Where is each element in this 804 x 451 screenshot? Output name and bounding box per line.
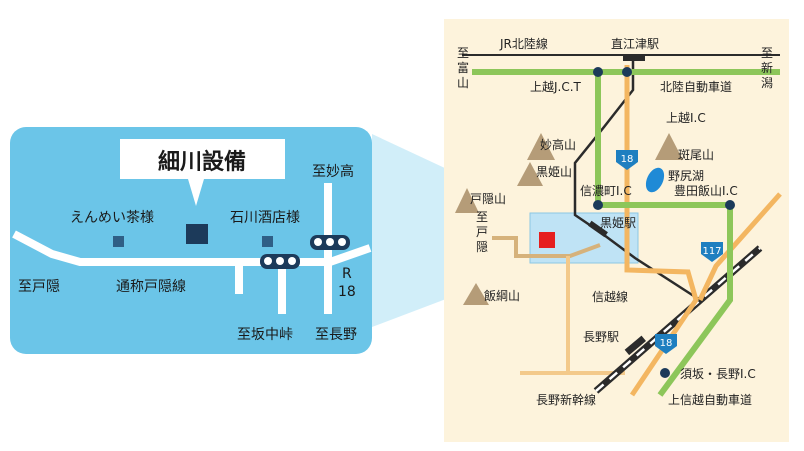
route-117-badge: 117 (701, 242, 723, 262)
suzaka-nagano-ic-label: 須坂・長野I.C (680, 367, 756, 381)
toyota-iiyama-ic-label: 豊田飯山I.C (674, 183, 738, 198)
road-togakushi-line (12, 230, 372, 266)
shinanomachi-ic-dot (593, 200, 603, 210)
kurohime-station-label: 黒姫駅 (600, 216, 636, 230)
myoko-san-label: 妙高山 (540, 137, 576, 152)
joetsu-ic-label: 上越I.C (666, 111, 706, 125)
jr-hokuriku-line-label: JR北陸線 (499, 36, 548, 51)
to-togakushi-3: 隠 (476, 240, 488, 254)
regional-map: 18 117 18 至 富 山 至 新 潟 至 戸 隠 JR北陸線 直江津駅 上… (444, 19, 789, 442)
company-title-pointer (188, 179, 204, 206)
route-117 (697, 192, 782, 302)
to-niigata-3: 潟 (761, 76, 773, 90)
company-location-marker (539, 232, 555, 248)
to-myoko-label: 至妙高 (312, 163, 354, 180)
kurohime-station-mark (588, 220, 608, 238)
to-niigata-1: 至 (761, 46, 773, 60)
route-117-badge-label: 117 (702, 246, 721, 257)
nojiri-ko-label: 野尻湖 (668, 168, 704, 183)
route-18-badge-north-label: 18 (621, 154, 634, 165)
togakushi-san-label: 戸隠山 (470, 192, 506, 206)
route-18-badge-south: 18 (655, 334, 677, 354)
traffic-light-west (260, 254, 300, 269)
to-togakushi-2: 戸 (476, 225, 488, 239)
kurohime-san-label: 黒姫山 (536, 165, 572, 179)
naoetsu-station-label: 直江津駅 (611, 37, 659, 51)
nagano-shinkansen-label: 長野新幹線 (536, 392, 596, 407)
to-toyama-1: 至 (457, 46, 469, 60)
route-num-label: 18 (338, 284, 356, 300)
route-18 (624, 65, 699, 397)
to-niigata-2: 新 (761, 60, 773, 75)
iizuna-san-label: 飯綱山 (484, 288, 520, 303)
joetsu-jct-label: 上越J.C.T (530, 80, 582, 94)
shinetsu-line-label: 信越線 (592, 289, 628, 304)
to-togakushi-inset-label: 至戸隠 (18, 279, 60, 295)
joshinetsu-expressway-label: 上信越自動車道 (668, 393, 752, 407)
enmei-tea-building (113, 236, 124, 247)
myoko-mountain-icon (527, 133, 555, 160)
madarao-san-label: 斑尾山 (678, 148, 714, 162)
joetsu-ic-dot (622, 67, 632, 77)
company-name: 細川設備 (158, 149, 246, 175)
company-building-mark (186, 224, 208, 244)
nagano-station-mark (624, 335, 646, 356)
to-sakanaka-label: 至坂中峠 (237, 327, 293, 343)
detail-map: 細川設備 至妙高 えんめい茶様 石川酒店様 至戸隠 通称戸隠線 R 18 至坂中… (10, 127, 372, 354)
to-toyama-3: 山 (457, 76, 469, 90)
road-name-label: 通称戸隠線 (116, 279, 186, 295)
iizuna-mountain-icon (463, 283, 489, 305)
toyota-iiyama-ic-dot (725, 200, 735, 210)
madarao-mountain-icon (655, 133, 683, 160)
suzaka-nagano-ic-dot (660, 368, 670, 378)
ishikawa-liquor-building (262, 236, 273, 247)
company-title-plate (120, 139, 285, 179)
route-r-label: R (342, 266, 352, 282)
to-toyama-2: 富 (457, 60, 469, 75)
naoetsu-station-mark (623, 55, 645, 61)
hokuriku-expressway-label: 北陸自動車道 (660, 80, 732, 94)
shinanomachi-ic-label: 信濃町I.C (580, 184, 632, 198)
to-togakushi-1: 至 (476, 210, 488, 224)
enmei-tea-label: えんめい茶様 (70, 210, 154, 226)
road-to-togakushi (492, 236, 601, 258)
kurohime-mountain-icon (517, 162, 543, 186)
traffic-light-east (310, 235, 350, 250)
route-18-badge-south-label: 18 (660, 338, 673, 349)
joetsu-jct-dot (593, 67, 603, 77)
to-nagano-inset-label: 至長野 (315, 327, 357, 343)
togakushi-mountain-icon (455, 188, 479, 213)
ishikawa-liquor-label: 石川酒店様 (230, 210, 300, 226)
route-18-badge-north: 18 (616, 150, 638, 170)
nojiri-lake (645, 167, 665, 193)
nagano-station-label: 長野駅 (583, 330, 619, 344)
